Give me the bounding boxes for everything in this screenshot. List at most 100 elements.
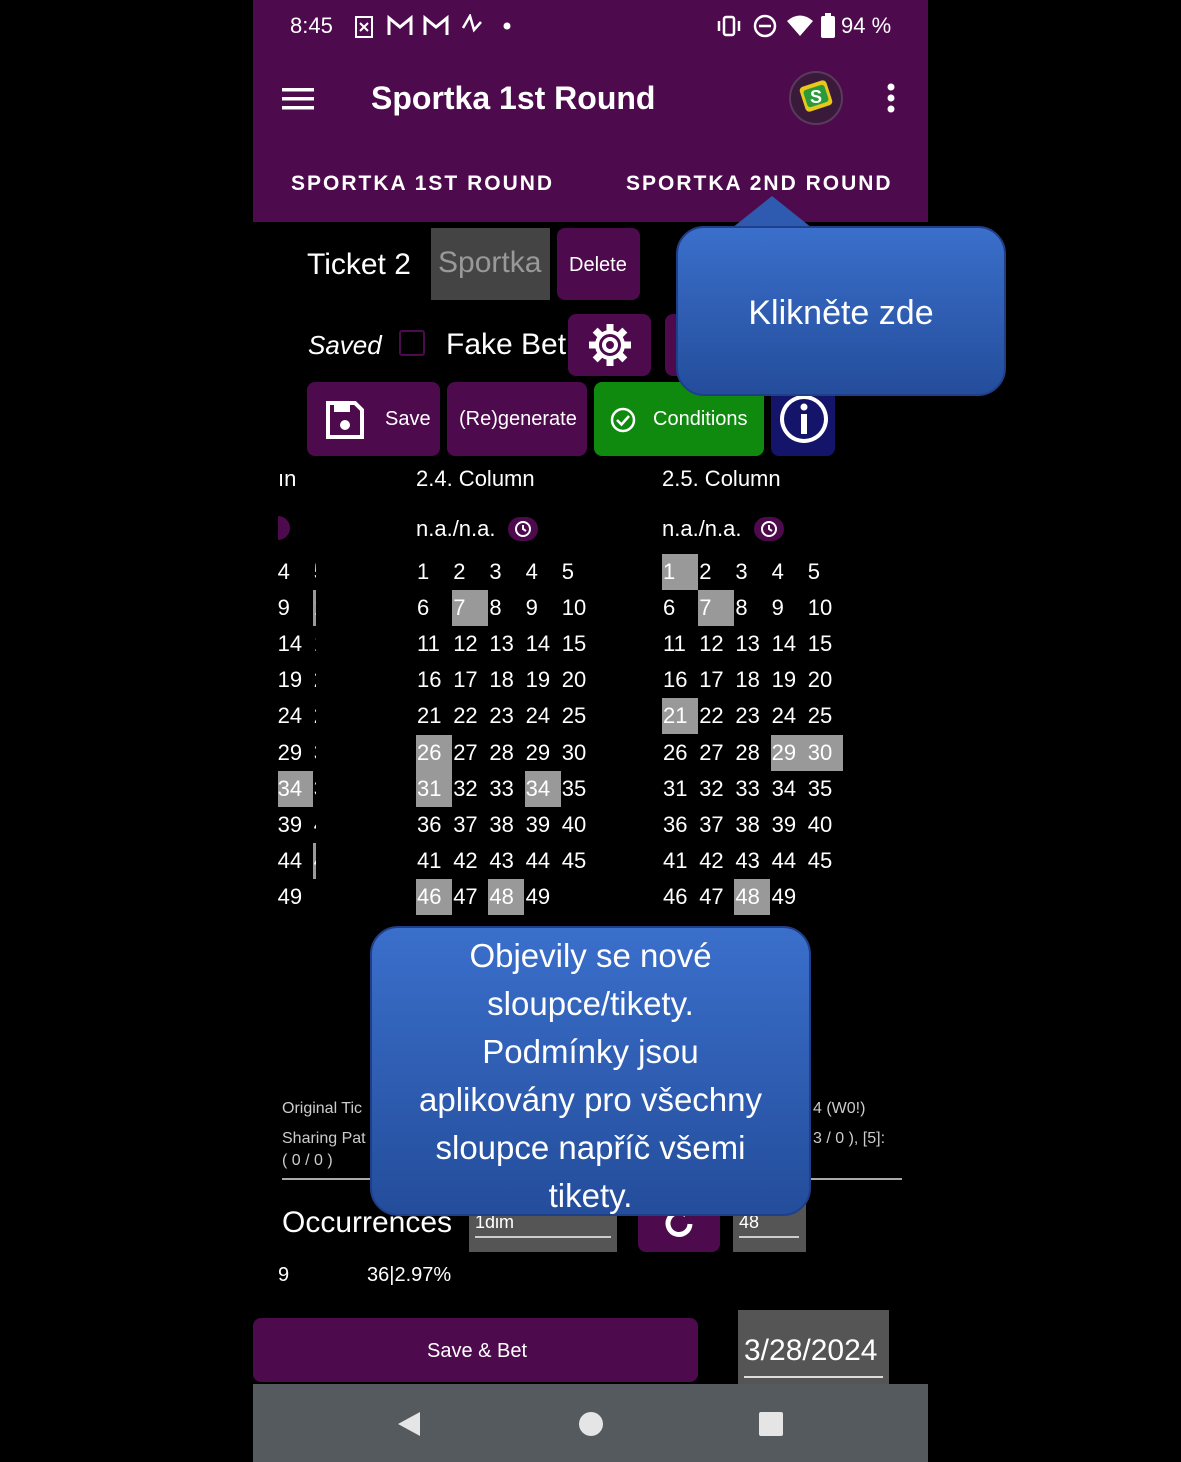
- number-cell[interactable]: 35: [313, 771, 316, 807]
- number-cell[interactable]: 21: [662, 698, 698, 735]
- fake-bet-checkbox[interactable]: [399, 330, 425, 356]
- number-cell[interactable]: 39: [771, 811, 797, 837]
- number-cell[interactable]: 17: [699, 667, 724, 693]
- number-cell[interactable]: 6: [663, 595, 676, 621]
- number-cell[interactable]: 28: [735, 739, 760, 765]
- settings-button[interactable]: [568, 314, 651, 376]
- number-cell[interactable]: 38: [735, 811, 760, 837]
- number-cell[interactable]: 16: [417, 667, 442, 693]
- number-cell[interactable]: 19: [278, 667, 303, 693]
- number-cell[interactable]: 31: [416, 770, 452, 807]
- number-cell[interactable]: 30: [561, 739, 587, 765]
- number-cell[interactable]: 30: [806, 734, 843, 771]
- number-cell[interactable]: 26: [416, 734, 452, 771]
- number-cell[interactable]: 42: [453, 847, 478, 873]
- number-cell[interactable]: 42: [699, 847, 724, 873]
- number-cell[interactable]: 30: [313, 735, 316, 771]
- history-button[interactable]: [278, 516, 290, 540]
- number-cell[interactable]: 33: [735, 775, 760, 801]
- number-cell[interactable]: 4: [771, 559, 784, 584]
- number-cell[interactable]: 13: [489, 631, 514, 657]
- number-cell[interactable]: 27: [453, 739, 478, 765]
- date-field[interactable]: 3/28/2024: [738, 1310, 889, 1384]
- number-cell[interactable]: 25: [561, 703, 587, 729]
- number-cell[interactable]: 18: [489, 667, 514, 693]
- number-cell[interactable]: 49: [525, 883, 551, 909]
- number-cell[interactable]: 40: [313, 807, 316, 843]
- number-cell[interactable]: 29: [525, 739, 551, 765]
- number-cell[interactable]: 17: [453, 667, 478, 693]
- number-cell[interactable]: 28: [489, 739, 514, 765]
- number-cell[interactable]: 7: [698, 590, 735, 627]
- number-cell[interactable]: 20: [807, 667, 833, 693]
- number-cell[interactable]: 36: [663, 811, 688, 837]
- number-cell[interactable]: 8: [489, 595, 502, 621]
- menu-icon[interactable]: [282, 86, 316, 112]
- number-cell[interactable]: 11: [417, 631, 440, 657]
- number-cell[interactable]: 6: [417, 595, 430, 621]
- number-cell[interactable]: 36: [417, 811, 442, 837]
- number-cell[interactable]: 5: [807, 559, 821, 584]
- number-cell[interactable]: 34: [771, 775, 797, 801]
- more-options-icon[interactable]: [885, 82, 897, 114]
- number-cell[interactable]: 32: [699, 775, 724, 801]
- number-cell[interactable]: 40: [807, 811, 833, 837]
- number-cell[interactable]: 46: [416, 878, 452, 915]
- number-cell[interactable]: 23: [489, 703, 514, 729]
- number-cell[interactable]: 20: [561, 667, 587, 693]
- number-cell[interactable]: 10: [561, 595, 587, 621]
- number-cell[interactable]: 43: [489, 847, 514, 873]
- number-cell[interactable]: 45: [807, 847, 833, 873]
- number-cell[interactable]: 14: [525, 631, 551, 657]
- number-cell[interactable]: 21: [417, 703, 442, 729]
- number-cell[interactable]: 46: [663, 883, 688, 909]
- number-cell[interactable]: 23: [735, 703, 760, 729]
- number-cell[interactable]: 45: [312, 842, 316, 879]
- back-icon[interactable]: [396, 1410, 422, 1438]
- number-cell[interactable]: 15: [561, 631, 587, 657]
- number-cell[interactable]: 16: [663, 667, 688, 693]
- number-cell[interactable]: 9: [525, 595, 538, 621]
- number-cell[interactable]: 29: [278, 739, 303, 765]
- number-cell[interactable]: 39: [525, 811, 551, 837]
- number-cell[interactable]: 19: [525, 667, 551, 693]
- history-icon[interactable]: [508, 517, 538, 541]
- number-cell[interactable]: 10: [807, 595, 833, 621]
- number-cell[interactable]: 14: [771, 631, 797, 657]
- save-and-bet-button[interactable]: Save & Bet: [253, 1318, 698, 1382]
- number-cell[interactable]: 35: [807, 775, 833, 801]
- number-cell[interactable]: 24: [525, 703, 551, 729]
- number-cell[interactable]: 24: [278, 703, 303, 729]
- number-cell[interactable]: 8: [735, 595, 748, 621]
- number-cell[interactable]: 1: [417, 559, 430, 584]
- number-cell[interactable]: 22: [453, 703, 478, 729]
- number-cell[interactable]: 34: [524, 770, 561, 807]
- number-cell[interactable]: 15: [313, 626, 316, 662]
- number-cell[interactable]: 3: [489, 559, 502, 584]
- number-cell[interactable]: 31: [663, 775, 688, 801]
- number-cell[interactable]: 13: [735, 631, 760, 657]
- number-cell[interactable]: 25: [313, 698, 316, 734]
- number-cell[interactable]: 24: [771, 703, 797, 729]
- number-cell[interactable]: 40: [561, 811, 587, 837]
- save-button[interactable]: Save: [307, 382, 440, 456]
- recents-icon[interactable]: [757, 1410, 785, 1438]
- number-cell[interactable]: 18: [735, 667, 760, 693]
- number-cell[interactable]: 22: [699, 703, 724, 729]
- number-cell[interactable]: 43: [735, 847, 760, 873]
- number-cell[interactable]: 5: [313, 554, 316, 590]
- ticket-name-field[interactable]: Sportka: [431, 228, 550, 300]
- number-cell[interactable]: 48: [488, 878, 525, 915]
- number-cell[interactable]: 11: [663, 631, 686, 657]
- number-cell[interactable]: 32: [453, 775, 478, 801]
- number-cell[interactable]: 44: [525, 847, 551, 873]
- number-cell[interactable]: 4: [278, 559, 290, 584]
- number-cell[interactable]: 41: [663, 847, 688, 873]
- number-cell[interactable]: 20: [313, 662, 316, 698]
- number-cell[interactable]: 47: [699, 883, 724, 909]
- regenerate-button[interactable]: (Re)generate: [447, 382, 587, 456]
- history-icon[interactable]: [754, 517, 784, 541]
- number-cell[interactable]: 10: [312, 590, 316, 627]
- number-cell[interactable]: 37: [699, 811, 724, 837]
- number-cell[interactable]: 41: [417, 847, 442, 873]
